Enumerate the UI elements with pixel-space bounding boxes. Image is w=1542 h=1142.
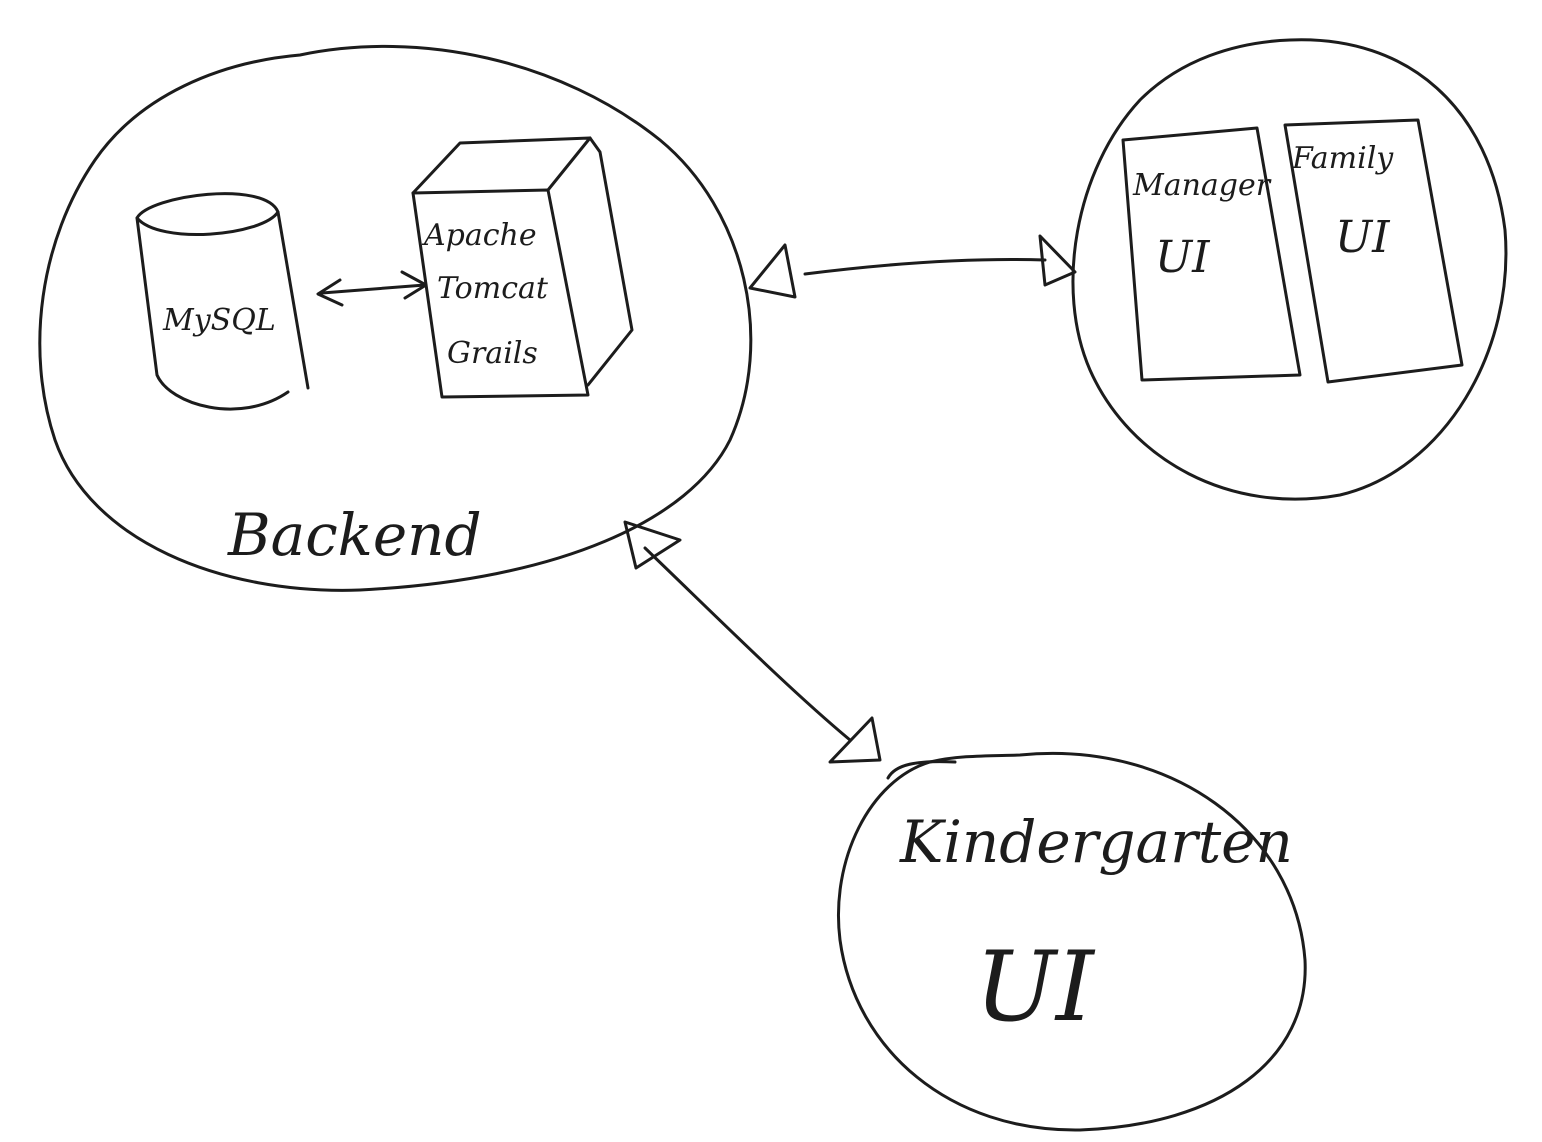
backend-label: Backend — [227, 501, 482, 569]
backend-cloud — [38, 44, 753, 592]
manager-ui-panel — [1121, 126, 1302, 382]
mysql-label: MySQL — [162, 303, 276, 338]
kindergarten-title: Kindergarten — [899, 808, 1293, 876]
backend-kindergarten-arrow — [623, 520, 882, 764]
manager-sub: UI — [1155, 232, 1211, 283]
backend-ui-arrow — [748, 234, 1077, 299]
family-title: Family — [1291, 141, 1394, 176]
kindergarten-sub: UI — [975, 931, 1096, 1043]
family-ui-panel — [1283, 118, 1464, 384]
server-line-3: Grails — [447, 336, 538, 371]
ui-group-circle — [1071, 38, 1508, 501]
server-line-2: Tomcat — [437, 271, 549, 306]
mysql-database-icon — [135, 192, 310, 411]
mysql-tomcat-arrow — [316, 270, 428, 307]
family-sub: UI — [1335, 212, 1391, 263]
manager-title: Manager — [1132, 168, 1272, 203]
kindergarten-circle-overlap — [886, 760, 957, 780]
server-box — [411, 136, 634, 399]
kindergarten-circle — [837, 752, 1307, 1132]
server-line-1: Apache — [421, 218, 537, 253]
